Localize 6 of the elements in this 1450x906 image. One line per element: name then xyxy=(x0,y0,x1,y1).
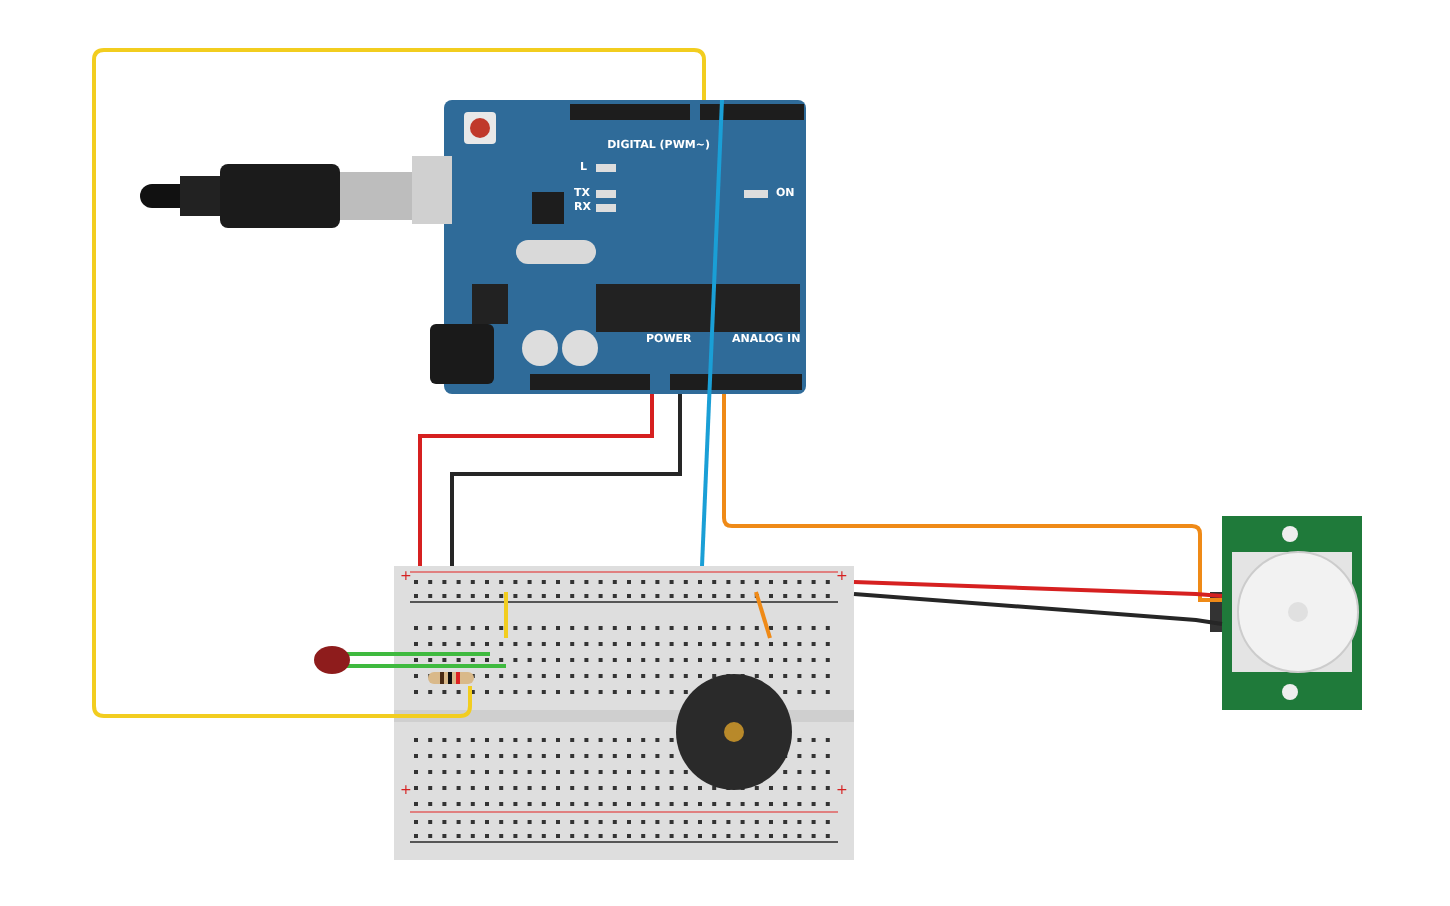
wire xyxy=(418,394,654,566)
wire xyxy=(853,580,1223,598)
wire xyxy=(450,394,682,566)
wire xyxy=(853,592,1223,626)
wire xyxy=(722,394,1222,602)
wire xyxy=(700,99,724,567)
